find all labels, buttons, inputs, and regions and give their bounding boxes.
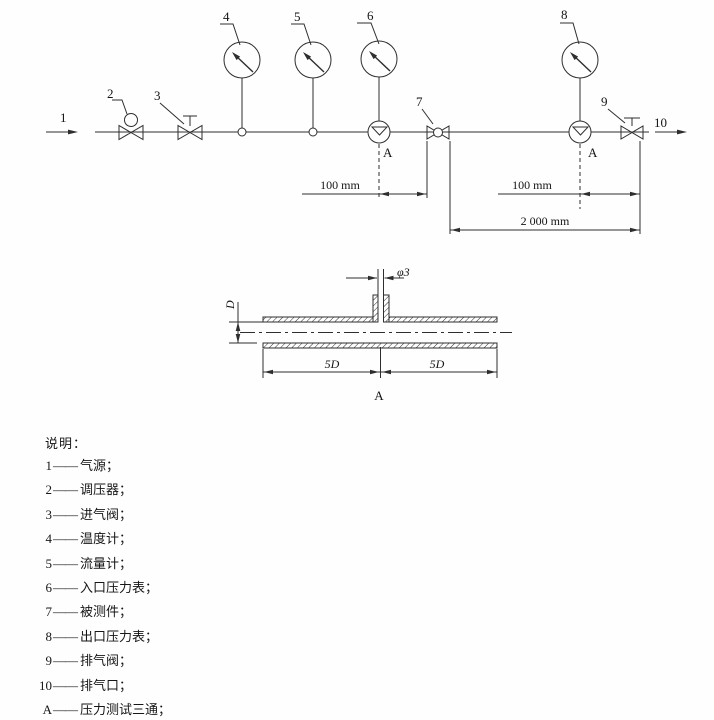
dimension-phi3-text: φ3: [397, 265, 410, 279]
dimension-5d: 5D 5D: [262, 347, 498, 378]
legend: 说明： 1——气源； 2——调压器； 3——进气阀； 4——温度计； 5——流量…: [28, 433, 171, 720]
exhaust-valve-icon: 9: [601, 94, 644, 234]
legend-term: 排气阀；: [80, 653, 133, 669]
legend-item-1: 1——气源；: [28, 454, 171, 478]
label-device-under-test: 7: [416, 94, 423, 109]
pipe-wall-top: [262, 316, 374, 323]
detail-tee-label: A: [374, 388, 384, 403]
legend-term: 出口压力表；: [80, 628, 159, 644]
legend-item-6: 6——入口压力表；: [28, 576, 171, 600]
legend-item-5: 5——流量计；: [28, 552, 171, 576]
legend-dash: ——: [53, 628, 78, 644]
legend-key: 9: [45, 653, 53, 669]
inlet-valve-icon: 3: [154, 88, 203, 141]
tap-body: [383, 294, 390, 323]
label-flow-meter: 5: [294, 9, 301, 24]
label-gas-source: 1: [60, 110, 67, 125]
legend-term: 被测件；: [80, 604, 133, 620]
legend-item-A: A——压力测试三通；: [28, 698, 171, 720]
legend-key: 7: [45, 604, 53, 620]
outlet-pressure-gauge-icon: 8: [560, 7, 599, 121]
legend-title: 说明：: [45, 436, 88, 451]
legend-term: 气源；: [80, 458, 120, 473]
pressure-test-tee-right-icon: A: [568, 120, 598, 209]
legend-dash: ——: [53, 579, 78, 595]
legend-key: 1: [45, 458, 53, 473]
legend-term: 进气阀；: [80, 506, 133, 522]
legend-item-10: 10——排气口；: [28, 674, 171, 698]
dimension-bore-d: D: [223, 300, 263, 344]
legend-key: 2: [45, 482, 53, 498]
legend-dash: ——: [53, 458, 78, 473]
exhaust-outlet-arrow-icon: 10: [654, 115, 687, 135]
legend-item-7: 7——被测件；: [28, 600, 171, 624]
gas-source-arrow-icon: 1: [46, 110, 78, 135]
legend-key: 6: [45, 579, 53, 595]
legend-dash: ——: [53, 506, 78, 522]
label-exhaust-outlet: 10: [654, 115, 667, 130]
legend-dash: ——: [53, 555, 78, 571]
dimension-bore-d-text: D: [223, 300, 237, 310]
legend-term: 流量计；: [80, 555, 133, 571]
legend-dash: ——: [53, 677, 78, 693]
flow-meter-gauge-icon: 5: [291, 9, 332, 137]
legend-item-2: 2——调压器；: [28, 478, 171, 502]
pipe-section-detail: φ3 D: [223, 265, 512, 403]
legend-term: 调压器；: [80, 482, 133, 498]
dimension-100mm-left: 100 mm: [302, 178, 427, 197]
legend-dash: ——: [53, 653, 78, 669]
legend-key: 5: [45, 555, 53, 571]
label-inlet-pressure-gauge: 6: [367, 8, 374, 23]
legend-key: 10: [39, 677, 52, 693]
pressure-test-tee-left-icon: A: [367, 120, 393, 199]
legend-term: 压力测试三通；: [80, 701, 172, 717]
legend-item-8: 8——出口压力表；: [28, 625, 171, 649]
legend-item-3: 3——进气阀；: [28, 503, 171, 527]
label-exhaust-valve: 9: [601, 94, 608, 109]
legend-key: 3: [45, 506, 53, 522]
legend-key: 4: [45, 531, 53, 547]
legend-term: 温度计；: [80, 531, 133, 547]
inlet-pressure-gauge-icon: 6: [357, 8, 398, 121]
label-tee-left: A: [383, 145, 393, 160]
legend-dash: ——: [53, 701, 78, 717]
label-tee-right: A: [588, 145, 598, 160]
dimension-100mm-left-text: 100 mm: [320, 178, 360, 192]
dimension-100mm-right: 100 mm: [498, 178, 640, 197]
pressure-regulator-icon: 2: [107, 86, 144, 141]
label-inlet-valve: 3: [154, 88, 161, 103]
legend-item-9: 9——排气阀；: [28, 649, 171, 673]
pipe-wall-top: [388, 316, 498, 323]
dimension-2000mm: 2 000 mm: [450, 214, 640, 233]
legend-key: 8: [45, 628, 53, 644]
dimension-5d-right-text: 5D: [430, 357, 445, 371]
label-outlet-pressure-gauge: 8: [561, 7, 568, 22]
legend-item-4: 4——温度计；: [28, 527, 171, 551]
legend-term: 入口压力表；: [80, 579, 159, 595]
legend-key: A: [42, 701, 52, 717]
legend-dash: ——: [53, 482, 78, 498]
dimension-5d-left-text: 5D: [325, 357, 340, 371]
label-thermometer: 4: [223, 9, 230, 24]
label-pressure-regulator: 2: [107, 86, 114, 101]
device-under-test-icon: 7: [416, 94, 451, 234]
dimension-2000mm-text: 2 000 mm: [521, 214, 570, 228]
tap-body: [372, 294, 379, 323]
dimension-100mm-right-text: 100 mm: [512, 178, 552, 192]
thermometer-gauge-icon: 4: [220, 9, 261, 137]
dimension-phi3: φ3: [346, 265, 410, 281]
legend-dash: ——: [53, 531, 78, 547]
legend-dash: ——: [53, 604, 78, 620]
test-setup-diagram: 1 2 3 4: [46, 7, 687, 403]
legend-term: 排气口；: [80, 677, 133, 693]
